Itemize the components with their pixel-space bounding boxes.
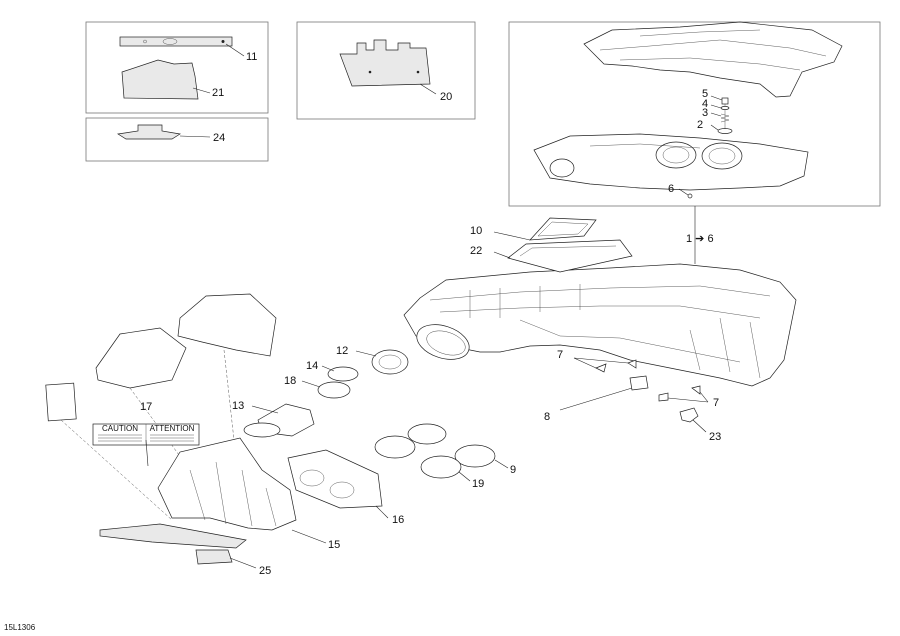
part-12-adapter[interactable] xyxy=(371,349,409,375)
callout-15: 15 xyxy=(328,539,340,551)
part-5-bolt[interactable] xyxy=(721,97,729,105)
filter-frame-parts xyxy=(493,217,633,273)
main-airbox-assembly xyxy=(403,206,797,433)
part-25-pad-upper[interactable] xyxy=(99,523,247,549)
decal-left-title: CAUTION xyxy=(102,424,138,433)
callout-7-upper: 7 xyxy=(557,349,563,361)
part-20-pad[interactable] xyxy=(339,39,431,87)
part-21-pad[interactable] xyxy=(121,59,199,100)
part-19-boot-upper[interactable] xyxy=(374,435,416,459)
foam-block[interactable] xyxy=(45,382,77,422)
callout-9: 9 xyxy=(510,464,516,476)
part-22-seal[interactable] xyxy=(507,239,633,273)
sound-absorbing-panel-upper[interactable] xyxy=(177,293,277,357)
callout-19: 19 xyxy=(472,478,484,490)
callout-21: 21 xyxy=(212,87,224,99)
callout-5: 5 xyxy=(702,88,708,100)
part-11-strip[interactable] xyxy=(119,36,233,47)
callout-14: 14 xyxy=(306,360,318,372)
callout-10: 10 xyxy=(470,225,482,237)
part-7-clip-upper[interactable] xyxy=(595,363,607,373)
part-3-spring[interactable] xyxy=(720,113,730,123)
box-part-24 xyxy=(85,117,269,162)
airbox-main-body[interactable] xyxy=(403,263,797,387)
part-14-clamp[interactable] xyxy=(327,366,359,382)
callout-7-lower: 7 xyxy=(713,397,719,409)
part-6-clip[interactable] xyxy=(687,193,693,199)
callout-20: 20 xyxy=(440,91,452,103)
callout-2: 2 xyxy=(697,119,703,131)
part-25-pad-lower[interactable] xyxy=(195,549,233,565)
part-17-warning-decal[interactable]: CAUTION ATTENTION xyxy=(92,423,200,446)
callout-8: 8 xyxy=(544,411,550,423)
box-airbox-cover-assembly xyxy=(508,21,881,207)
callout-22: 22 xyxy=(470,245,482,257)
part-4-washer[interactable] xyxy=(720,106,730,110)
part-7-clip-lower[interactable] xyxy=(658,392,669,402)
part-8-grommet[interactable] xyxy=(629,375,649,391)
callout-18: 18 xyxy=(284,375,296,387)
callout-23: 23 xyxy=(709,431,721,443)
callout-11: 11 xyxy=(246,51,257,63)
part-15-cover[interactable] xyxy=(157,437,297,531)
part-9-clamp-lower[interactable] xyxy=(454,444,496,468)
callout-17: 17 xyxy=(140,401,152,413)
callout-4: 4 xyxy=(702,98,708,110)
sound-absorbing-panel-lower[interactable] xyxy=(95,327,187,389)
decal-right-title: ATTENTION xyxy=(150,424,195,433)
diagram-code: 15L1306 xyxy=(4,623,36,632)
callout-12: 12 xyxy=(336,345,348,357)
part-16-frame[interactable] xyxy=(287,449,383,509)
callout-6: 6 xyxy=(668,183,674,195)
callout-labels: 11 21 24 20 5 4 3 2 6 1 ➔ 6 10 22 12 14 … xyxy=(4,51,721,632)
callout-16: 16 xyxy=(392,514,404,526)
callout-3: 3 xyxy=(702,107,708,119)
part-2-grommet[interactable] xyxy=(717,128,733,134)
airbox-top-cover[interactable] xyxy=(583,21,843,98)
part-18-ring[interactable] xyxy=(317,381,351,399)
part-23-drain-valve[interactable] xyxy=(679,407,699,423)
callout-1-to-6: 1 ➔ 6 xyxy=(686,233,714,245)
part-10-filter-frame[interactable] xyxy=(529,217,597,241)
part-9-clamp-upper[interactable] xyxy=(407,423,447,445)
callout-13: 13 xyxy=(232,400,244,412)
box-part-20 xyxy=(296,21,476,120)
part-24-pad[interactable] xyxy=(117,124,181,140)
intake-components: CAUTION ATTENTION xyxy=(45,293,509,569)
box-parts-11-21 xyxy=(85,21,269,114)
part-19-boot-lower[interactable] xyxy=(420,455,462,479)
callout-25: 25 xyxy=(259,565,271,577)
callout-24: 24 xyxy=(213,132,225,144)
